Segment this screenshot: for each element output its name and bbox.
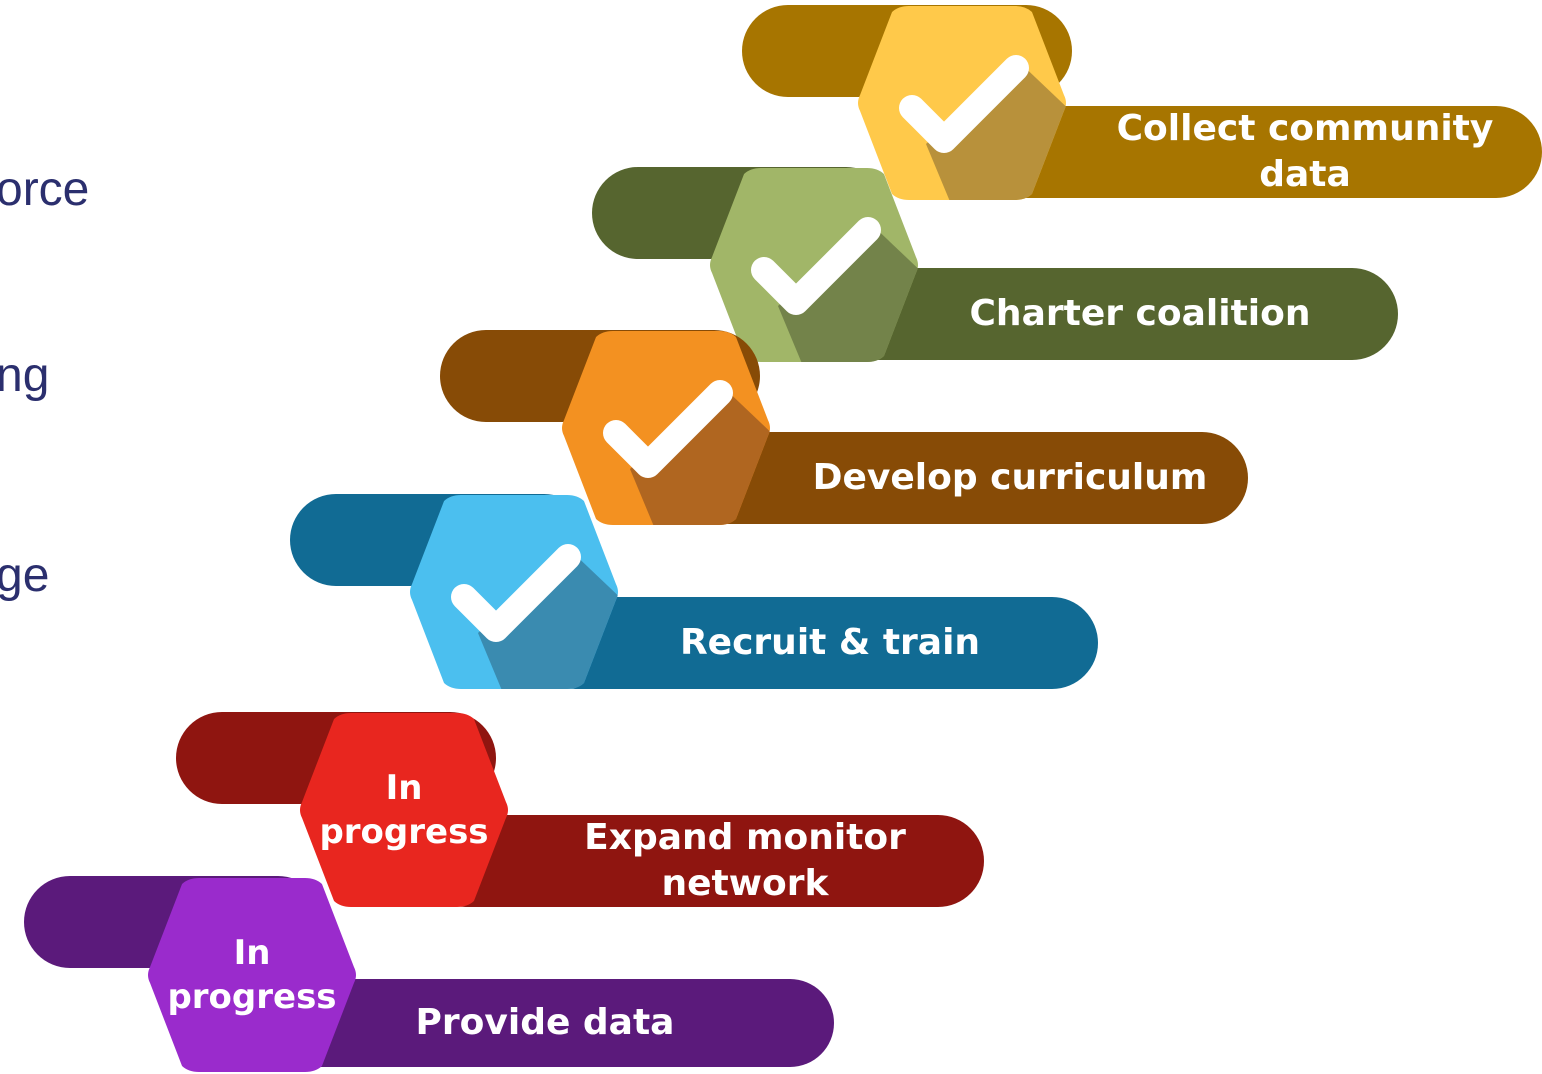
- step-hexagon: [408, 493, 620, 691]
- step-hexagon: [856, 4, 1068, 202]
- step-label-line: Expand monitor: [584, 817, 906, 858]
- step-label: Collect community data: [1080, 106, 1530, 198]
- step-label-line: Collect community: [1116, 108, 1494, 149]
- step-label: Charter coalition: [920, 268, 1360, 360]
- step-hexagon: [560, 329, 772, 527]
- step-label-line: Charter coalition: [969, 293, 1311, 334]
- step-label-line: Provide data: [415, 1002, 675, 1043]
- step-label-bar: [830, 268, 1398, 360]
- step-label: Provide data: [400, 979, 690, 1067]
- step-label-line: network: [661, 863, 829, 904]
- step-label-line: data: [1259, 154, 1351, 195]
- step-status-line: In: [385, 768, 423, 808]
- step-label: Expand monitor network: [560, 815, 930, 907]
- side-text-3: ge: [0, 549, 50, 602]
- side-text-2: ng: [0, 349, 50, 402]
- side-text-1: orce: [0, 163, 90, 216]
- step-status-line: progress: [319, 812, 489, 852]
- step-label-bar: [530, 597, 1098, 689]
- check-icon: [899, 55, 1029, 153]
- step-label-line: Recruit & train: [679, 622, 981, 663]
- step-label: Recruit & train: [640, 597, 1020, 689]
- step-label-bar: [420, 815, 984, 907]
- check-icon: [603, 380, 733, 478]
- check-icon: [451, 544, 581, 642]
- step-label-bar: [978, 106, 1542, 198]
- step-label: Develop curriculum: [790, 432, 1230, 524]
- step-hexagon: [708, 166, 920, 364]
- step-label-line: Develop curriculum: [812, 457, 1208, 498]
- step-status-line: In: [233, 933, 271, 973]
- step-label-bar: [680, 432, 1248, 524]
- check-icon: [751, 217, 881, 315]
- step-status-line: progress: [167, 977, 337, 1017]
- step-label-bar: [272, 979, 834, 1067]
